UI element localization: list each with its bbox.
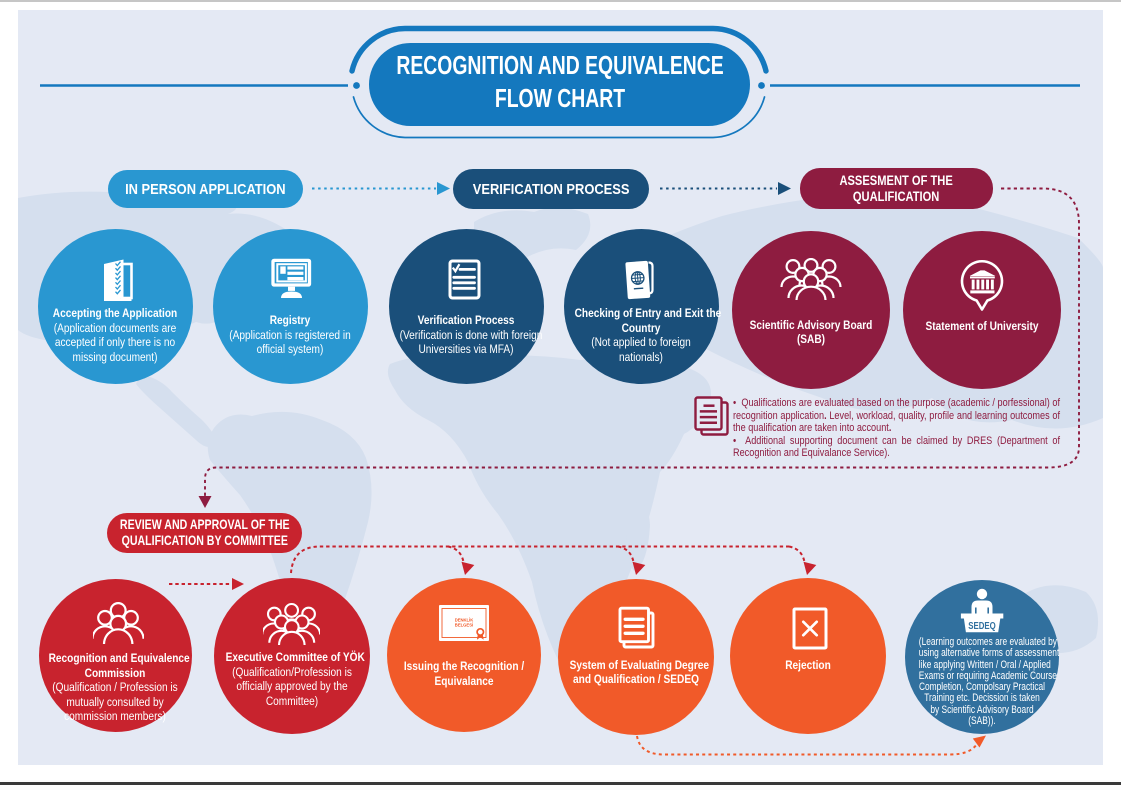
svg-text:SEDEQ: SEDEQ (968, 621, 996, 632)
svg-text:BELGESİ: BELGESİ (455, 623, 473, 628)
svg-text:DENKLİK: DENKLİK (455, 618, 474, 623)
